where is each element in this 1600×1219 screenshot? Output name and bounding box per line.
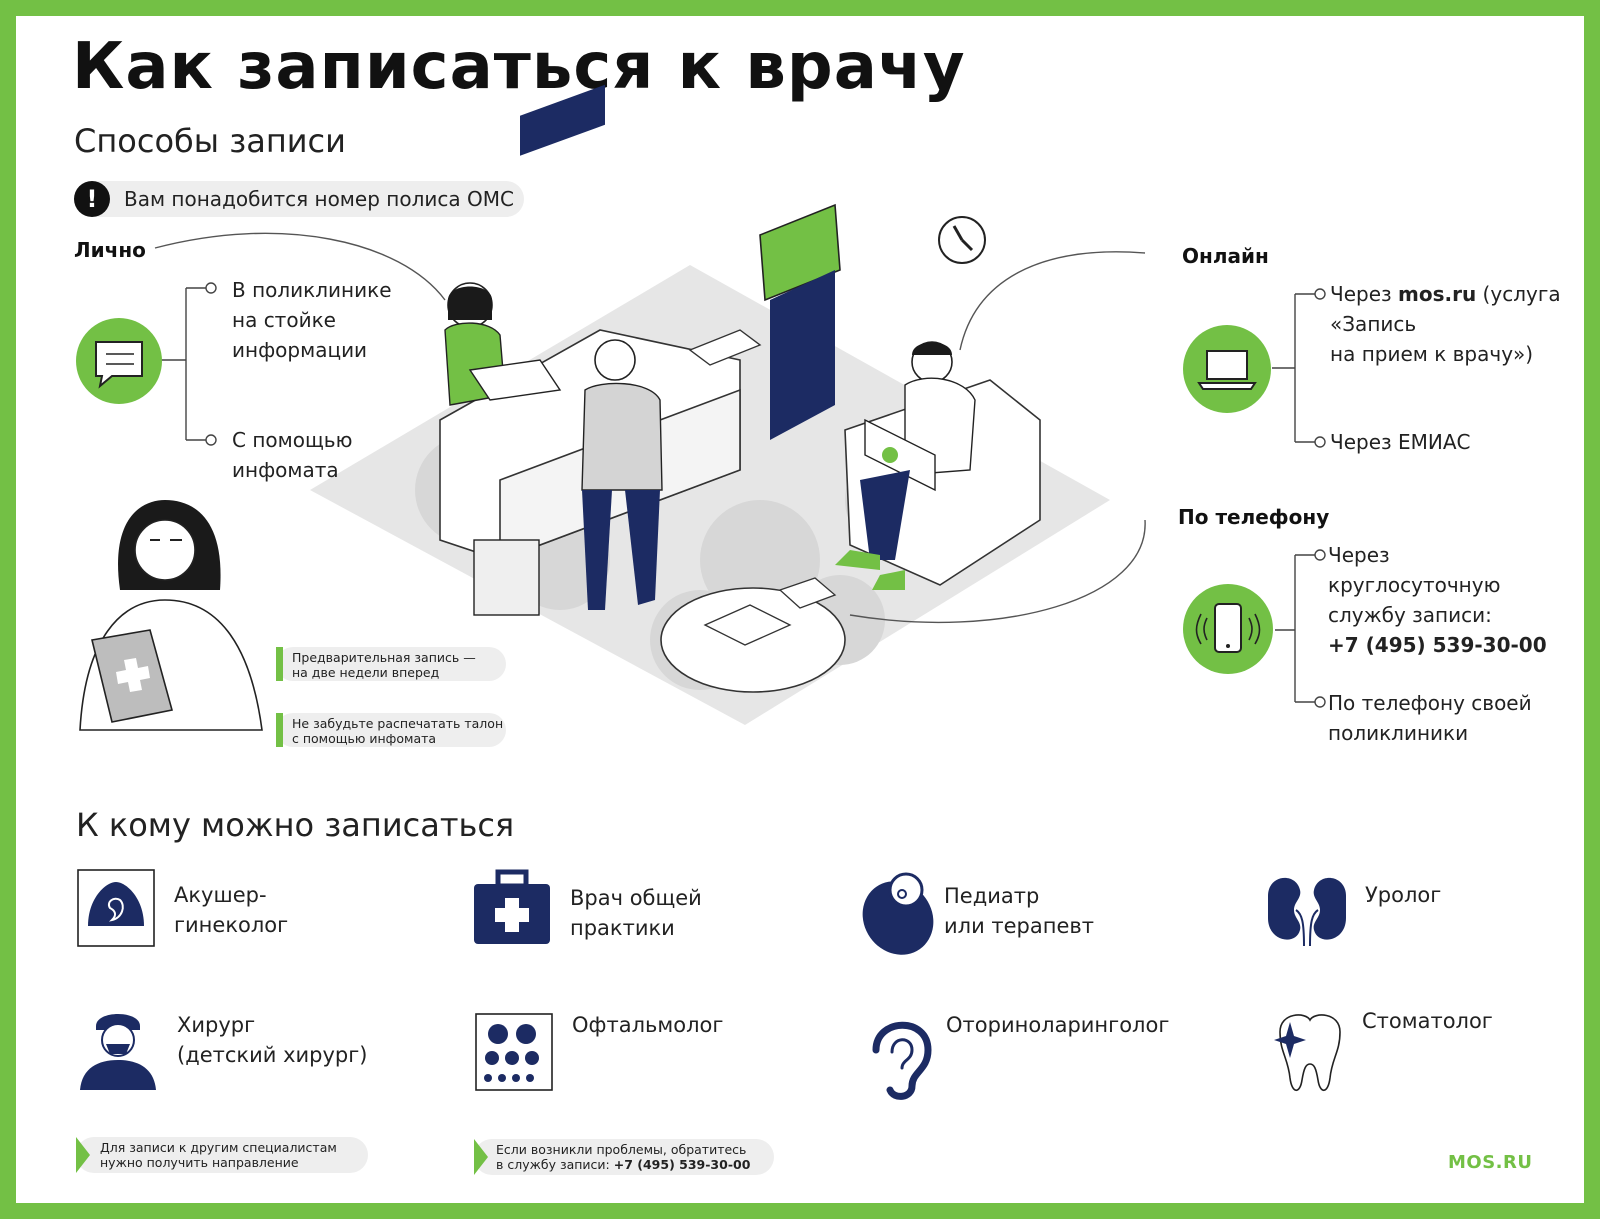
tip-text-1: Предварительная запись — на две недели в… [292,650,476,680]
online-item-mosru: Через mos.ru (услуга «Запись на прием к … [1330,282,1561,366]
tip-bar-1 [276,647,283,681]
footer-note-referral: Для записи к другим специалистам нужно п… [100,1140,337,1170]
mosru-logo: MOS.RU [1448,1152,1533,1173]
phone-item-service: Через круглосуточную службу записи:+7 (4… [1328,543,1547,657]
service-phone-number: +7 (495) 539-30-00 [1328,633,1547,657]
tip-text-2: Не забудьте распечатать талон с помощью … [292,716,504,746]
page-subtitle: Способы записи [74,122,346,160]
specialist-label-gynecologist: Акушер- гинеколог [174,883,289,937]
specialist-label-surgeon: Хирург (детский хирург) [177,1013,368,1067]
specialist-label-urologist: Уролог [1365,883,1442,907]
kidneys-icon [1268,877,1346,947]
surgeon-icon [80,1014,156,1090]
arrow-marker-icon [76,1137,90,1173]
footer-phone-number: +7 (495) 539-30-00 [613,1157,751,1172]
eye-chart-icon [475,1013,553,1091]
phone-item-clinic: По телефону своей поликлиники [1328,691,1532,745]
tip-pill-2 [276,713,506,747]
medical-kit-icon [474,869,550,944]
speech-bubble-badge [76,318,162,404]
tip-pill-1 [276,647,506,681]
specialist-label-dentist: Стоматолог [1362,1009,1493,1033]
footer-note-pill-2 [474,1139,774,1175]
mosru-link-text: mos.ru [1398,282,1477,306]
tip-bar-2 [276,713,283,747]
smartphone-badge [1183,584,1273,674]
laptop-badge [1183,325,1271,413]
speech-bubble-icon [95,341,143,389]
specialist-label-pediatrician: Педиатр или терапевт [944,884,1095,938]
laptop-icon [1197,350,1257,390]
smartphone-icon [1195,603,1261,653]
online-heading: Онлайн [1182,244,1269,268]
in-person-item-clinic: В поликлинике на стойке информации [232,278,392,362]
tooth-icon [1274,1014,1341,1092]
phone-heading: По телефону [1178,505,1330,529]
swaddled-baby-icon [862,872,934,955]
in-person-heading: Лично [74,238,146,262]
page-title: Как записаться к врачу [72,30,966,104]
arrow-marker-icon [474,1139,488,1175]
in-person-item-kiosk: С помощью инфомата [232,428,353,482]
specialist-label-gp: Врач общей практики [570,886,702,940]
ultrasound-icon [77,869,155,947]
online-item-emias: Через ЕМИАС [1330,430,1471,454]
footer-note-pill-1 [76,1137,368,1173]
oms-note-text: Вам понадобится номер полиса ОМС [124,187,514,211]
specialist-label-ent: Оториноларинголог [946,1013,1170,1037]
specialists-heading: К кому можно записаться [76,806,515,844]
ear-icon [872,1021,932,1100]
footer-note-support: Если возникли проблемы, обратитесь в слу… [496,1142,751,1172]
exclamation-icon: ! [74,181,110,217]
specialist-label-ophthalmologist: Офтальмолог [572,1013,724,1037]
oms-note-pill [74,181,524,217]
